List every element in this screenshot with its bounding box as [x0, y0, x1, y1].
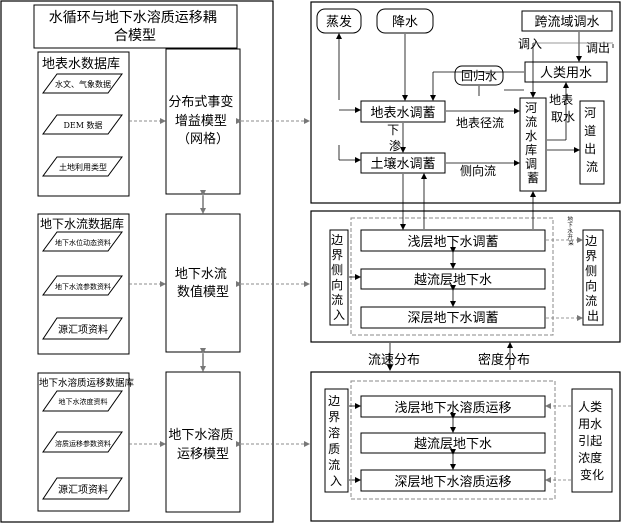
distributed-model: 分布式事变 增益模型 （网格）	[168, 94, 237, 147]
surface-water-database	[37, 51, 130, 197]
deep-groundwater-box	[360, 306, 546, 329]
data-parallelogram	[42, 317, 123, 340]
aquifer-system-dashed	[350, 217, 554, 336]
data-parallelogram	[42, 477, 123, 500]
density-distribution-label: 密度分布	[478, 352, 530, 368]
solute-system-dashed	[350, 380, 556, 500]
flow-model: 地下水流 数值模型	[175, 267, 231, 300]
transfer-out-label: 调出	[586, 41, 610, 55]
surface-storage-box	[360, 100, 446, 123]
data-parallelogram	[42, 231, 123, 252]
evaporation-label: 蒸发	[326, 14, 352, 30]
solute-transport-database	[37, 372, 130, 512]
deep-groundwater-label: 深层地下水调蓄	[407, 311, 498, 326]
model-title: 水循环与地下水溶质运移耦 合模型	[49, 10, 221, 44]
data-parallelogram	[42, 73, 123, 94]
flow-model-box	[165, 213, 241, 353]
boundary-inflow-box	[329, 229, 349, 326]
river-reservoir-label: 河 流 水 库 调 蓄	[525, 101, 541, 185]
leakage-layer-label: 越流层地下水	[414, 273, 492, 288]
soil-storage-box	[360, 152, 446, 174]
solute-model: 地下水溶质 运移模型	[168, 428, 237, 462]
dem-data: DEM 数据	[64, 120, 103, 130]
data-parallelogram	[42, 390, 123, 412]
extraction-label: 地 下 水 开 采	[567, 215, 574, 247]
infiltration-label: 下 渗	[387, 123, 403, 153]
precipitation-box	[376, 8, 434, 34]
return-water-box	[454, 65, 504, 86]
coupling-arrows	[387, 342, 513, 371]
boundary-outflow-label: 边 界 侧 向 流 出	[585, 234, 601, 323]
velocity-distribution-label: 流速分布	[368, 353, 420, 368]
water-level-data: 地下水位动态资料	[55, 238, 111, 247]
groundwater-connectors	[349, 173, 583, 321]
boundary-outflow-box	[582, 229, 604, 326]
deep-solute-label: 深层地下水溶质运移	[394, 475, 511, 490]
data-parallelogram	[42, 275, 123, 296]
human-concentration-change-box	[571, 388, 613, 493]
data-parallelogram	[42, 114, 123, 135]
transfer-in-label: 调入	[518, 37, 542, 51]
left-connectors	[129, 118, 310, 447]
data-parallelogram	[42, 431, 123, 453]
land-use-type: 土地利用类型	[59, 162, 107, 172]
solute-parameter-data: 溶质运移参数资料	[55, 439, 111, 448]
human-concentration-change-label: 人类 用水 引起 浓度 变化	[578, 400, 606, 482]
surface-db-title: 地表水数据库	[42, 56, 120, 72]
soil-storage-label: 土壤水调蓄	[370, 156, 435, 172]
surface-runoff-label: 地表径流	[456, 116, 504, 130]
surface-intake-label: 地表 取水	[549, 93, 577, 124]
surface-process-panel	[310, 1, 621, 204]
flow-parameter-data: 地下水流参数资料	[55, 282, 111, 291]
solute-connectors	[349, 403, 571, 483]
boundary-inflow-label: 边 界 侧 向 流 入	[331, 233, 347, 322]
left-panel	[0, 0, 274, 523]
inter-basin-transfer-label: 跨流域调水	[534, 15, 599, 30]
data-parallelogram	[42, 156, 123, 177]
surface-storage-label: 地表水调蓄	[370, 106, 435, 121]
solute-source-sink-data: 源汇项资料	[58, 483, 108, 496]
shallow-solute-label: 浅层地下水溶质运移	[394, 401, 511, 416]
source-sink-data: 源汇项资料	[58, 323, 108, 336]
concentration-data: 地下水浓度资料	[59, 397, 108, 406]
precipitation-label: 降水	[392, 15, 418, 30]
river-outflow-label: 河 道 出 流	[584, 106, 600, 174]
return-water-label: 回归水	[461, 69, 497, 83]
inter-basin-transfer-box	[521, 10, 613, 32]
boundary-solute-inflow-box	[324, 388, 349, 493]
groundwater-process-panel	[310, 210, 621, 343]
surface-connectors	[336, 32, 614, 166]
boundary-solute-inflow-label: 边 界 溶 质 流 入	[328, 394, 344, 488]
solute-leakage-label: 越流层地下水	[414, 437, 492, 452]
solute-db-title: 地下水溶质运移数据库	[39, 377, 135, 389]
shallow-groundwater-label: 浅层地下水调蓄	[407, 235, 498, 250]
model-title-box	[33, 4, 238, 49]
hydro-meteo-data: 水文、气象数据	[55, 79, 111, 89]
lateral-flow-label: 侧向流	[460, 163, 496, 178]
river-outflow-box	[579, 100, 605, 185]
human-water-use-label: 人类用水	[540, 66, 592, 81]
solute-process-panel	[310, 371, 621, 522]
groundwater-db-title: 地下水流数据库	[40, 216, 124, 231]
